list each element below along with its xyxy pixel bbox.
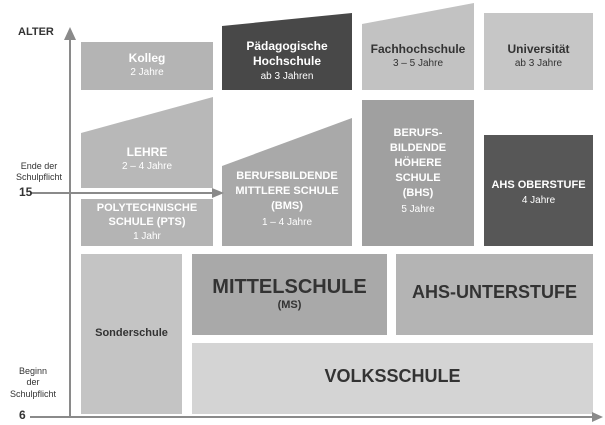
pts-box bbox=[81, 199, 213, 246]
axis-title: ALTER bbox=[18, 26, 54, 38]
ahs-unterstufe-label: AHS-UNTERSTUFE bbox=[396, 254, 593, 335]
vertical-axis-arrowhead bbox=[64, 27, 76, 40]
ahs-oberstufe-name: AHS OBERSTUFE bbox=[491, 179, 586, 191]
bms-label: BERUFSBILDENDE MITTLERE SCHULE (BMS) 1 –… bbox=[222, 166, 352, 246]
paed-hochschule-name-2: Hochschule bbox=[252, 54, 321, 68]
bhs-name-3: HÖHERE bbox=[394, 157, 442, 169]
pts-name-2: SCHULE (PTS) bbox=[108, 216, 186, 228]
age-15-label: 15 bbox=[19, 185, 33, 199]
age-15-arrowhead bbox=[212, 188, 224, 198]
kolleg-box bbox=[81, 42, 213, 90]
kolleg-duration: 2 Jahre bbox=[130, 67, 164, 78]
ahs-oberstufe-duration: 4 Jahre bbox=[521, 195, 556, 206]
pts-name-1: POLYTECHNISCHE bbox=[96, 202, 198, 214]
bms-name-2: MITTLERE SCHULE bbox=[235, 185, 339, 197]
bhs-name-4: SCHULE bbox=[395, 172, 441, 184]
bhs-name-2: BILDENDE bbox=[389, 142, 447, 154]
pts-duration: 1 Jahr bbox=[133, 231, 161, 242]
bhs-duration: 5 Jahre bbox=[401, 204, 435, 215]
lehre-label: LEHRE 2 – 4 Jahre bbox=[81, 133, 213, 188]
universitaet-name: Universität bbox=[507, 42, 570, 56]
sonderschule-label: Sonderschule bbox=[81, 254, 182, 414]
kolleg-label: Kolleg 2 Jahre bbox=[81, 42, 213, 90]
sonderschule-box bbox=[81, 254, 182, 414]
paed-hochschule-duration: ab 3 Jahren bbox=[260, 71, 314, 82]
bhs-name-1: BERUFS- bbox=[393, 127, 443, 139]
end-of-compulsory-label: Ende der Schulpflicht bbox=[10, 161, 68, 184]
end-label-line-2: Schulpflicht bbox=[15, 172, 63, 183]
universitaet-duration: ab 3 Jahre bbox=[514, 58, 563, 69]
fachhochschule-name: Fachhochschule bbox=[370, 42, 466, 56]
sonderschule-name: Sonderschule bbox=[95, 327, 168, 339]
end-label-line-1: Ende der bbox=[20, 161, 58, 171]
ahs-unterstufe-box bbox=[396, 254, 593, 335]
volksschule-name: VOLKSSCHULE bbox=[324, 366, 461, 386]
bms-box bbox=[222, 118, 352, 246]
ahs-unterstufe-name: AHS-UNTERSTUFE bbox=[412, 282, 577, 302]
paed-hochschule-name-1: Pädagogische bbox=[246, 39, 328, 53]
volksschule-box bbox=[192, 343, 593, 414]
ahs-oberstufe-box bbox=[484, 135, 593, 246]
bhs-box bbox=[362, 100, 474, 246]
bms-duration: 1 – 4 Jahre bbox=[261, 217, 313, 228]
bhs-label: BERUFS- BILDENDE HÖHERE SCHULE (BHS) 5 J… bbox=[362, 100, 474, 246]
fachhochschule-duration: 3 – 5 Jahre bbox=[392, 58, 444, 69]
kolleg-name: Kolleg bbox=[128, 51, 166, 65]
begin-label-line-2: der bbox=[26, 377, 40, 388]
age-6-label: 6 bbox=[19, 408, 26, 422]
mittelschule-name: MITTELSCHULE bbox=[212, 276, 367, 298]
lehre-name: LEHRE bbox=[126, 145, 168, 159]
begin-label-line-1: Beginn bbox=[18, 366, 48, 376]
begin-label-line-3: Schulpflicht bbox=[10, 388, 57, 399]
mittelschule-box bbox=[192, 254, 387, 335]
universitaet-box bbox=[484, 13, 593, 90]
age-6-arrowhead bbox=[592, 412, 603, 422]
paed-hochschule-box bbox=[222, 13, 352, 90]
bms-name-1: BERUFSBILDENDE bbox=[236, 170, 338, 182]
ahs-oberstufe-label: AHS OBERSTUFE 4 Jahre bbox=[484, 135, 593, 246]
bhs-name-5: (BHS) bbox=[402, 187, 434, 199]
paed-hochschule-label: Pädagogische Hochschule ab 3 Jahren bbox=[222, 26, 352, 90]
pts-label: POLYTECHNISCHE SCHULE (PTS) 1 Jahr bbox=[81, 199, 213, 246]
universitaet-label: Universität ab 3 Jahre bbox=[484, 13, 593, 90]
mittelschule-label: MITTELSCHULE (MS) bbox=[192, 254, 387, 335]
fachhochschule-label: Fachhochschule 3 – 5 Jahre bbox=[362, 24, 474, 90]
lehre-box bbox=[81, 97, 213, 188]
begin-of-compulsory-label: Beginn der Schulpflicht bbox=[10, 366, 56, 400]
fachhochschule-box bbox=[362, 3, 474, 90]
mittelschule-abbr: (MS) bbox=[277, 299, 302, 311]
volksschule-label: VOLKSSCHULE bbox=[192, 343, 593, 414]
lehre-duration: 2 – 4 Jahre bbox=[121, 161, 173, 172]
bms-name-3: (BMS) bbox=[271, 200, 303, 212]
